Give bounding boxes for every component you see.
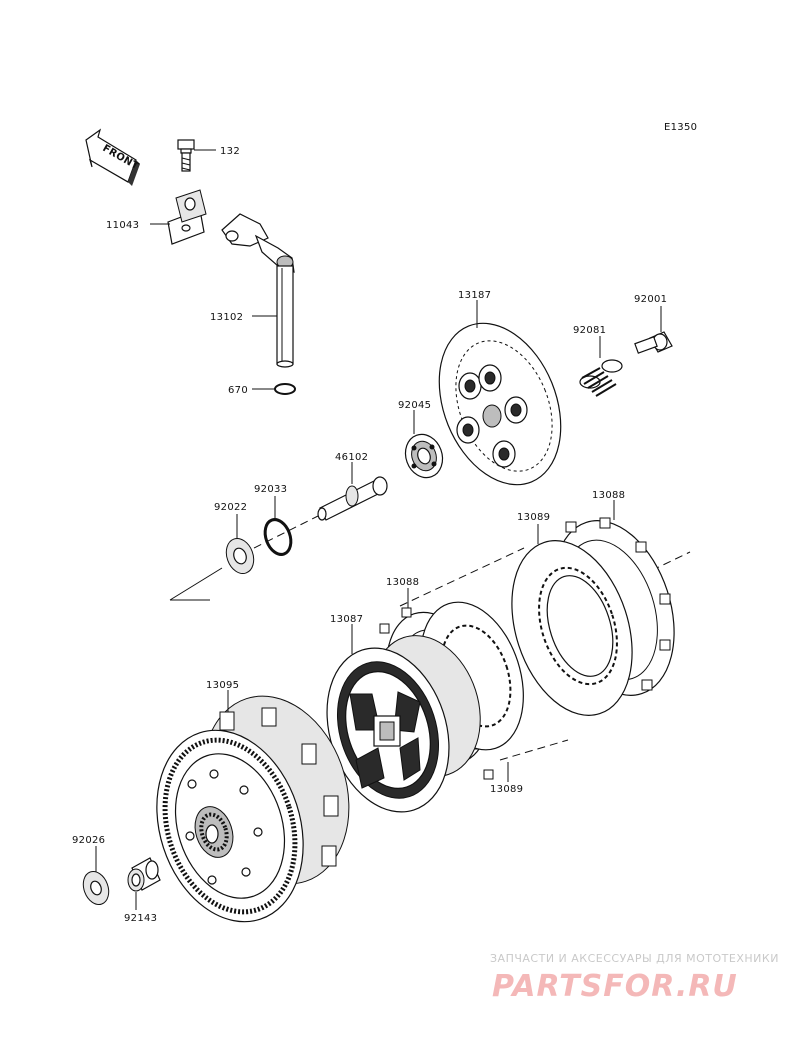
label-13102: 13102	[210, 312, 243, 323]
label-132: 132	[220, 146, 240, 157]
clutch-housing-13095	[156, 690, 350, 923]
label-13095: 13095	[206, 680, 239, 691]
label-13088-mid: 13088	[386, 577, 419, 588]
o-ring-670	[252, 383, 296, 395]
label-13089-top: 13089	[517, 512, 550, 523]
label-92001: 92001	[634, 294, 667, 305]
bolt-92001	[634, 306, 673, 354]
bracket-11043	[150, 189, 207, 245]
bolt-132	[177, 139, 216, 172]
label-46102: 46102	[335, 452, 368, 463]
label-92081: 92081	[573, 325, 606, 336]
circlip-92033	[263, 496, 293, 556]
bearing-92045	[404, 410, 444, 479]
washer-92026	[82, 846, 110, 905]
label-92143: 92143	[124, 913, 157, 924]
diagram-code: E1350	[664, 122, 697, 133]
label-92033: 92033	[254, 484, 287, 495]
watermark-line1: ЗАПЧАСТИ И АКСЕССУАРЫ ДЛЯ МОТОТЕХНИКИ	[490, 952, 779, 965]
release-shaft-13102	[221, 213, 295, 368]
label-13089-bottom: 13089	[490, 784, 523, 795]
watermark-line2: PARTSFOR.RU	[492, 969, 738, 1004]
pressure-plate-13187	[438, 300, 562, 486]
watermark-logo: ЗАПЧАСТИ И АКСЕССУАРЫ ДЛЯ МОТОТЕХНИКИ PA…	[490, 952, 779, 1004]
label-670: 670	[228, 385, 248, 396]
front-arrow-icon: FRONT	[85, 128, 140, 186]
washer-92022	[225, 514, 255, 574]
clutch-hub-13087	[326, 624, 481, 813]
pushrod-46102	[317, 462, 388, 521]
label-13088-top: 13088	[592, 490, 625, 501]
spring-92081	[579, 336, 623, 397]
steel-plate-13089-top	[511, 524, 633, 716]
label-11043: 11043	[106, 220, 139, 231]
label-13187: 13187	[458, 290, 491, 301]
assembly-axis-lines	[169, 515, 691, 761]
collar-92143	[127, 857, 161, 910]
label-13087: 13087	[330, 614, 363, 625]
label-92022: 92022	[214, 502, 247, 513]
label-92026: 92026	[72, 835, 105, 846]
label-92045: 92045	[398, 400, 431, 411]
